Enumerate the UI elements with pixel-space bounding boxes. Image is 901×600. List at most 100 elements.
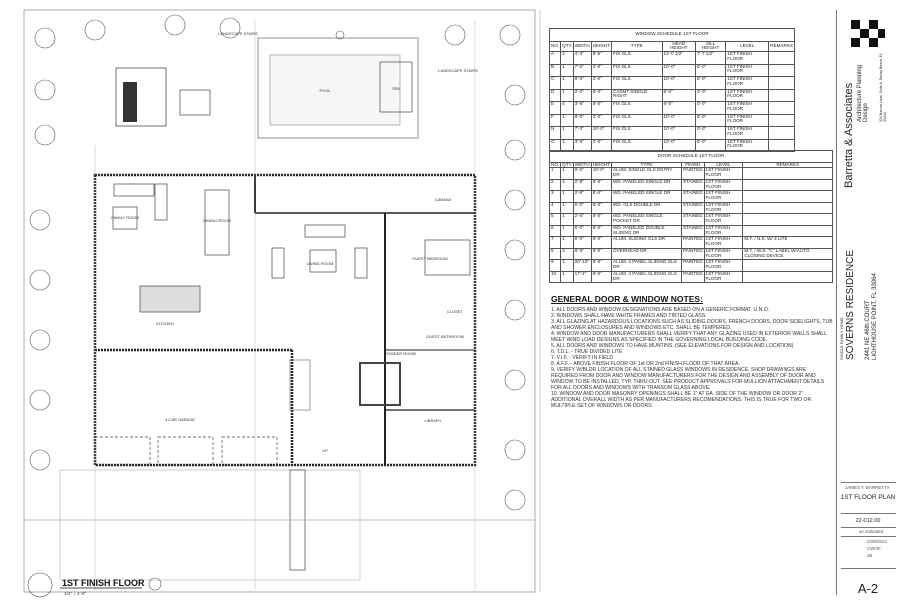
table-cell: PAINTED [680,270,705,284]
checked-by: JB [867,553,873,558]
table-cell: CASMT SINGLE RIGHT [611,88,663,103]
table-cell: 8'-0" [661,88,697,103]
table-title: WINDOW SCHEDULE 1ST FLOOR [549,28,795,42]
table-cell [768,63,795,78]
table-cell: 1ST FINISH FLOOR [725,76,770,90]
table-cell: 1 [560,236,574,249]
table-cell: C [548,76,562,90]
table-cell: 4 [548,201,562,215]
table-cell: 8'-0" [694,113,727,128]
room-label: LANDSCAPE STAIRS [218,31,258,36]
table-cell: 8'-0" [590,259,613,272]
table-cell: 2'-0" [590,76,613,90]
table-cell: ALUM. SLIDING GLS DR [611,236,682,249]
table-cell: 8'-5" [590,51,613,65]
table-cell: 7'-3" [572,126,592,140]
table-cell: 8'-0" [590,190,613,203]
project-name: SOVERNS RESIDENCE [845,249,856,360]
general-notes: GENERAL DOOR & WINDOW NOTES: 1. ALL DOOR… [551,294,833,409]
table-cell [768,76,795,90]
table-cell: 17'-4" [572,270,592,284]
table-cell: 1ST FINISH FLOOR [703,224,744,238]
table-cell: 8'-0" [590,224,613,238]
table-cell: 3 [548,190,562,203]
table-cell: 3 [560,247,574,261]
table-cell: 1ST FINISH FLOOR [725,113,770,128]
table-cell: 8'-0" [590,201,613,215]
table-cell [742,259,833,272]
table-cell: 1 [560,138,574,153]
room-label: DINING ROOM [203,218,231,223]
note-item: 8. A.F.F. - ABOVE FINISH FLOOR OF 1st OR… [551,361,740,367]
table-cell: 6 [548,224,562,238]
table-title: DOOR SCHEDULE 1ST FLOOR [549,150,833,163]
table-cell: FIX GLS [611,76,663,90]
table-cell: 8'-0" [590,247,613,261]
table-cell: 7'-0" [572,63,592,78]
table-cell: FIX GLS [611,101,663,115]
drawing-title: 1ST FINISH FLOOR [62,578,145,588]
notes-title: GENERAL DOOR & WINDOW NOTES: [551,294,703,304]
table-cell: 1ST FINISH FLOOR [703,247,744,261]
firm-logo [851,20,885,47]
table-cell: 1 [560,270,574,284]
table-cell: 5 [548,213,562,226]
table-cell: 2 [560,51,574,65]
table-cell: FIX GLS [611,126,663,140]
table-cell: 5'-0" [572,224,592,238]
table-cell: 8'-0" [572,113,592,128]
column-header: REMARKS [742,161,833,169]
note-item: 5. ALL DOORS AND WINDOWS TO HAVE MUNTINS… [551,343,794,349]
room-label: GUEST BATHROOM [426,334,464,339]
table-cell: 3'-0" [694,88,727,103]
table-cell: N [548,126,562,140]
room-label: LANDSCAPE STAIRS [438,68,478,73]
table-cell: WD. PANELED SINGLE POCKET DR [611,213,682,226]
table-cell: 8'-0" [590,236,613,249]
table-cell: 1ST FINISH FLOOR [703,167,744,180]
table-cell: FIX GLS [611,63,663,78]
table-cell: 1ST FINISH FLOOR [725,63,770,78]
table-cell: 10'-0" [661,126,697,140]
table-cell [768,126,795,140]
table-cell: 1 [560,167,574,180]
table-cell: 1 [560,190,574,203]
table-cell: 4 [560,101,574,115]
table-cell: 10'-0" [661,63,697,78]
column-header: REMARKS [768,40,795,53]
table-cell [742,167,833,180]
firm-subtitle: Architecture Planning Design [857,64,869,122]
table-cell: ALUM. 4 PANEL SLIDING GLS DR [611,270,682,284]
table-cell: 10'-0" [590,167,613,180]
table-cell: 1ST FINISH FLOOR [725,126,770,140]
table-cell: 5'-0" [572,201,592,215]
table-cell: 2'-0" [590,63,613,78]
table-cell: 1 [560,76,574,90]
table-cell: WD. PANELED SINGLE DR [611,190,682,203]
table-cell [742,213,833,226]
table-cell: 8'-0" [590,213,613,226]
table-cell: PAINTED [680,167,705,180]
room-label: SPA [392,86,400,91]
column-header: SILL HEIGHT [694,40,727,53]
table-cell: 9 [548,259,562,272]
note-item: 10. WINDOW AND DOOR MASONRY OPENINGS SHA… [551,391,812,409]
table-cell: 2'-0" [572,88,592,103]
table-cell: 20'-10" [572,259,592,272]
room-label: FAMILY ROOM [111,215,138,220]
table-cell: 1 [560,126,574,140]
table-cell: 8'-0" [572,76,592,90]
column-header: QTY [560,161,574,169]
column-header: WIDTH [572,40,592,53]
table-cell: WD. PANELED DOUBLE SLIDING DR [611,224,682,238]
table-cell: OVERHEAD DR [611,247,682,261]
table-cell: FIX GLS [611,51,663,65]
